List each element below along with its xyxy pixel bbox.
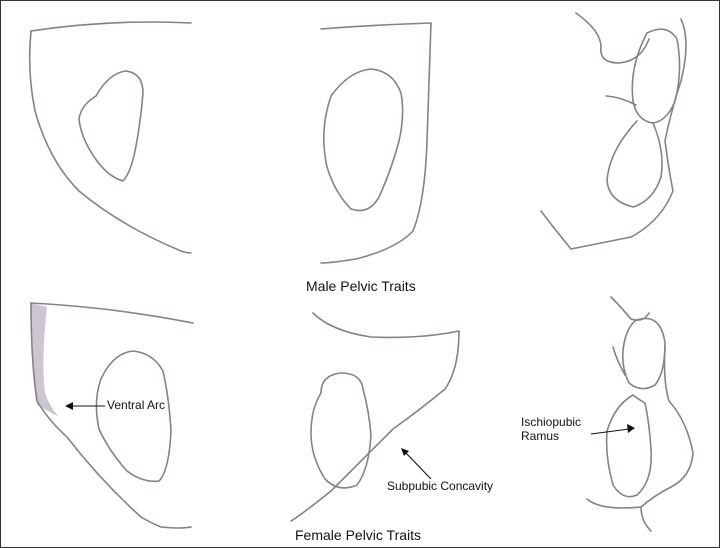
- male-caption: Male Pelvic Traits: [306, 278, 416, 294]
- subpubic-concavity-arrow: [401, 448, 431, 479]
- male-ventral-drawing: [30, 22, 191, 253]
- male-ischiopubic-drawing: [541, 13, 686, 249]
- male-subpubic-drawing: [321, 23, 431, 263]
- ischiopubic-ramus-label-line1: Ischiopubic: [521, 415, 581, 429]
- female-ventral-drawing: [31, 303, 193, 528]
- ischiopubic-ramus-arrow: [591, 424, 635, 434]
- ventral-arc-label: Ventral Arc: [107, 398, 165, 412]
- female-caption: Female Pelvic Traits: [295, 527, 421, 543]
- female-ischiopubic-drawing: [587, 297, 693, 531]
- ischiopubic-ramus-label-line2: Ramus: [521, 429, 559, 443]
- subpubic-concavity-label: Subpubic Concavity: [387, 479, 493, 493]
- ventral-arc-arrow: [65, 402, 105, 410]
